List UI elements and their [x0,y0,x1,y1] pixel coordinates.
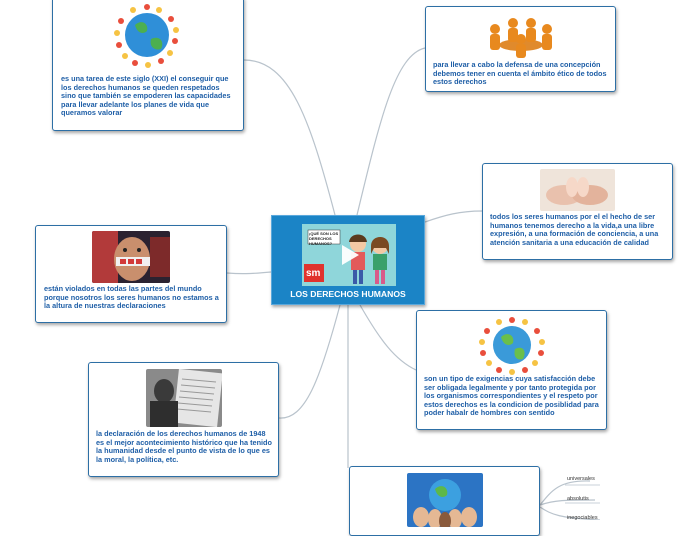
node-bottom-right-text: son un tipo de exigencias cuya satisfacc… [424,374,599,418]
node-bottom-right[interactable]: son un tipo de exigencias cuya satisfacc… [416,310,607,430]
characteristic-label-inegociables[interactable]: inegociables [567,515,598,521]
declaration-reading-image [146,369,222,427]
children-around-globe-image [113,1,181,69]
node-mid-right[interactable]: todos los seres humanos por el el hecho … [482,163,673,260]
node-top-left[interactable]: es una tarea de este siglo (XXI) el cons… [52,0,244,131]
node-bottom-center[interactable] [349,466,540,536]
node-top-right[interactable]: para llevar a cabo la defensa de una con… [425,6,616,92]
node-top-left-text: es una tarea de este siglo (XXI) el cons… [61,74,231,118]
children-around-globe-image [475,315,549,375]
node-mid-left-text: están violados en todas las partes del m… [44,284,219,311]
hands-holding-globe-image [407,473,483,527]
video-thumbnail[interactable]: ¡QUÉ SON LOS DERECHOS HUMANOS? sm [302,224,396,286]
sm-logo: sm [306,268,321,279]
node-mid-left[interactable]: están violados en todas las partes del m… [35,225,227,323]
characteristic-label-absolutis[interactable]: absolutis [567,496,589,502]
baby-feet-in-hands-image [540,169,615,211]
people-meeting-image [483,13,559,59]
node-bottom-left[interactable]: la declaración de los derechos humanos d… [88,362,279,477]
video-play-icon[interactable] [302,224,396,286]
node-bottom-left-text: la declaración de los derechos humanos d… [96,429,272,464]
video-caption: ¡QUÉ SON LOS DERECHOS HUMANOS? [309,231,339,246]
node-mid-right-text: todos los seres humanos por el el hecho … [490,212,659,247]
central-title: LOS DERECHOS HUMANOS [290,289,406,299]
node-top-right-text: para llevar a cabo la defensa de una con… [433,60,607,87]
gagged-face-image [92,231,170,283]
characteristic-label-universales[interactable]: universales [567,476,595,482]
central-topic[interactable]: ¡QUÉ SON LOS DERECHOS HUMANOS? sm LOS DE… [271,215,425,305]
connector-lines [226,47,601,520]
